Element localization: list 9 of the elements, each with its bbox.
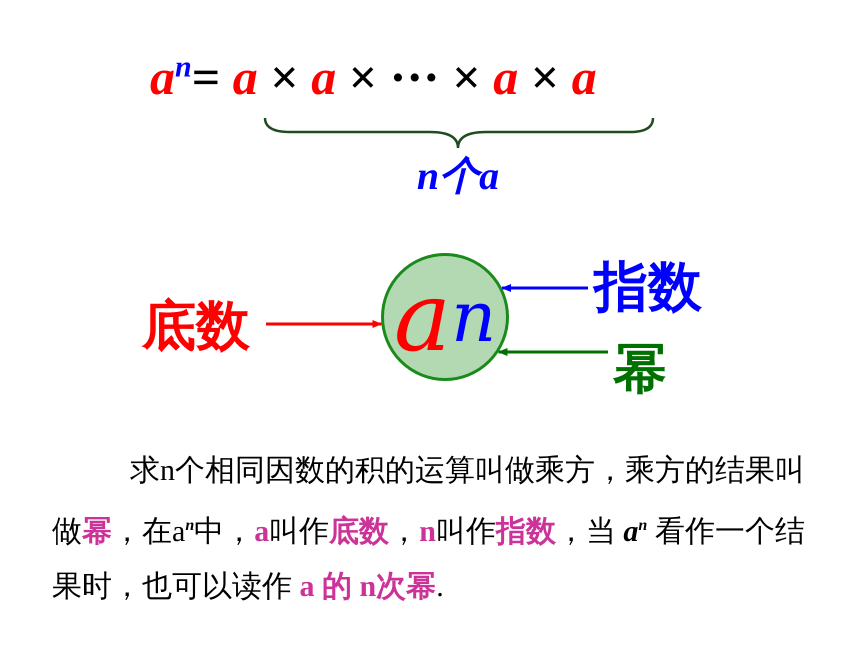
arrow	[501, 284, 588, 292]
base-label: 底数	[138, 297, 254, 355]
brace-label: n个a	[416, 152, 500, 200]
arrow	[266, 320, 382, 328]
power-label: 幂	[610, 340, 670, 398]
formula: a$^{n}$= a × a × ··· × a × a	[150, 48, 598, 106]
paragraph: 求n个相同因数的积的运算叫做乘方，乘方的结果叫做幂，在a$^{n}$中，a叫作底数，n叫作指数，当 a$^{n}$ 看作一个结果时，也可以读作 a 的 n次幂.	[52, 453, 806, 605]
exponent-label: 指数	[590, 258, 706, 316]
arrow	[498, 348, 608, 356]
